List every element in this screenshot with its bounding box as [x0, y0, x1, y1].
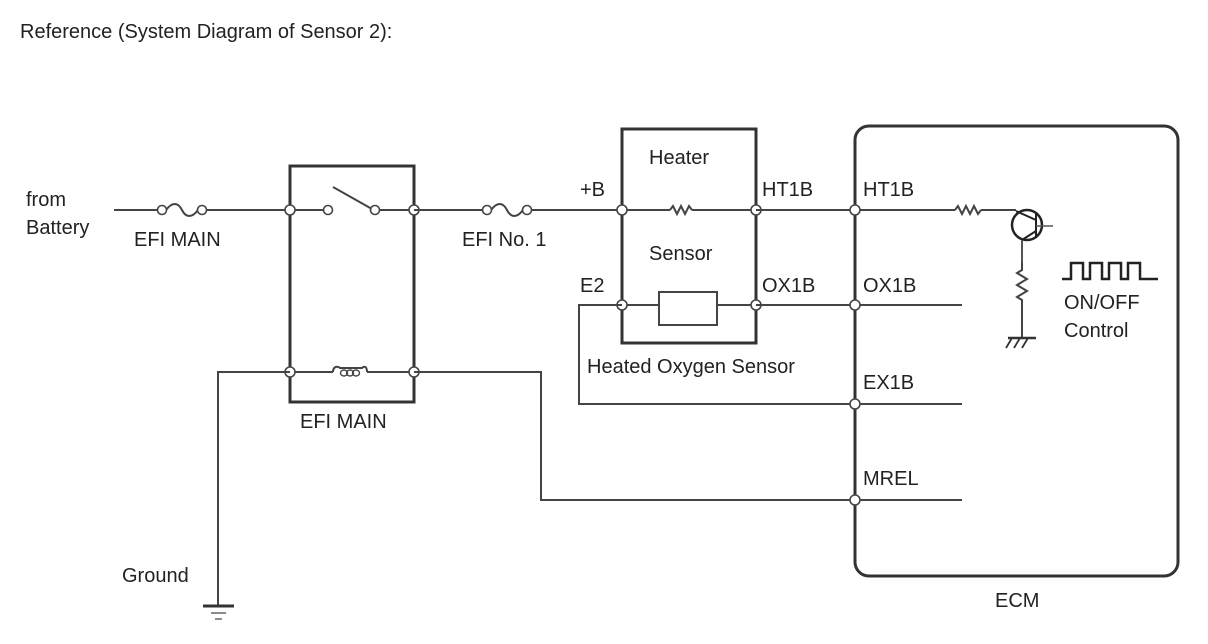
e2-label: E2: [580, 275, 604, 297]
on-off-label: ON/OFF: [1064, 292, 1140, 314]
battery-label: Battery: [26, 217, 89, 239]
transistor-icon: [1010, 208, 1053, 262]
ground-label: Ground: [122, 565, 189, 587]
heated-oxygen-sensor-label: Heated Oxygen Sensor: [587, 356, 795, 378]
from-battery-label: from: [26, 189, 66, 211]
e2-ex1b-wire: [578, 304, 855, 405]
control-label: Control: [1064, 320, 1128, 342]
emitter-resistor-icon: [1015, 262, 1029, 338]
efi-main-relay: [284, 164, 420, 404]
heater-resistor-icon: [669, 203, 693, 217]
diagram-title: Reference (System Diagram of Sensor 2):: [20, 21, 392, 43]
ecm-ox1b-label: OX1B: [863, 275, 916, 297]
ground-icon: [203, 604, 234, 620]
ecm-resistor-icon: [954, 203, 982, 217]
ecm-mrel-label: MREL: [863, 468, 919, 490]
sensor-label: Sensor: [649, 243, 713, 265]
chassis-ground-icon: [1005, 336, 1036, 349]
ecm-label: ECM: [995, 590, 1039, 612]
efi-main-relay-label: EFI MAIN: [300, 411, 387, 433]
relay-switch-icon: [332, 186, 373, 210]
ecm: [849, 124, 1180, 578]
efi-main-fuse-icon: [156, 203, 208, 217]
relay-coil-icon: [332, 365, 368, 377]
ground-wire: [217, 371, 290, 606]
pulse-waveform-icon: [1062, 261, 1158, 281]
efi-no1-fuse-icon: [481, 203, 533, 217]
plus-b-label: +B: [580, 179, 605, 201]
efi-main-fuse-label: EFI MAIN: [134, 229, 221, 251]
mrel-wire: [414, 371, 855, 501]
sensor-ht1b-label: HT1B: [762, 179, 813, 201]
sensor-element-icon: [658, 291, 718, 326]
ecm-ht1b-label: HT1B: [863, 179, 914, 201]
heater-label: Heater: [649, 147, 709, 169]
ecm-ex1b-label: EX1B: [863, 372, 914, 394]
efi-no1-fuse-label: EFI No. 1: [462, 229, 546, 251]
sensor-ox1b-label: OX1B: [762, 275, 815, 297]
